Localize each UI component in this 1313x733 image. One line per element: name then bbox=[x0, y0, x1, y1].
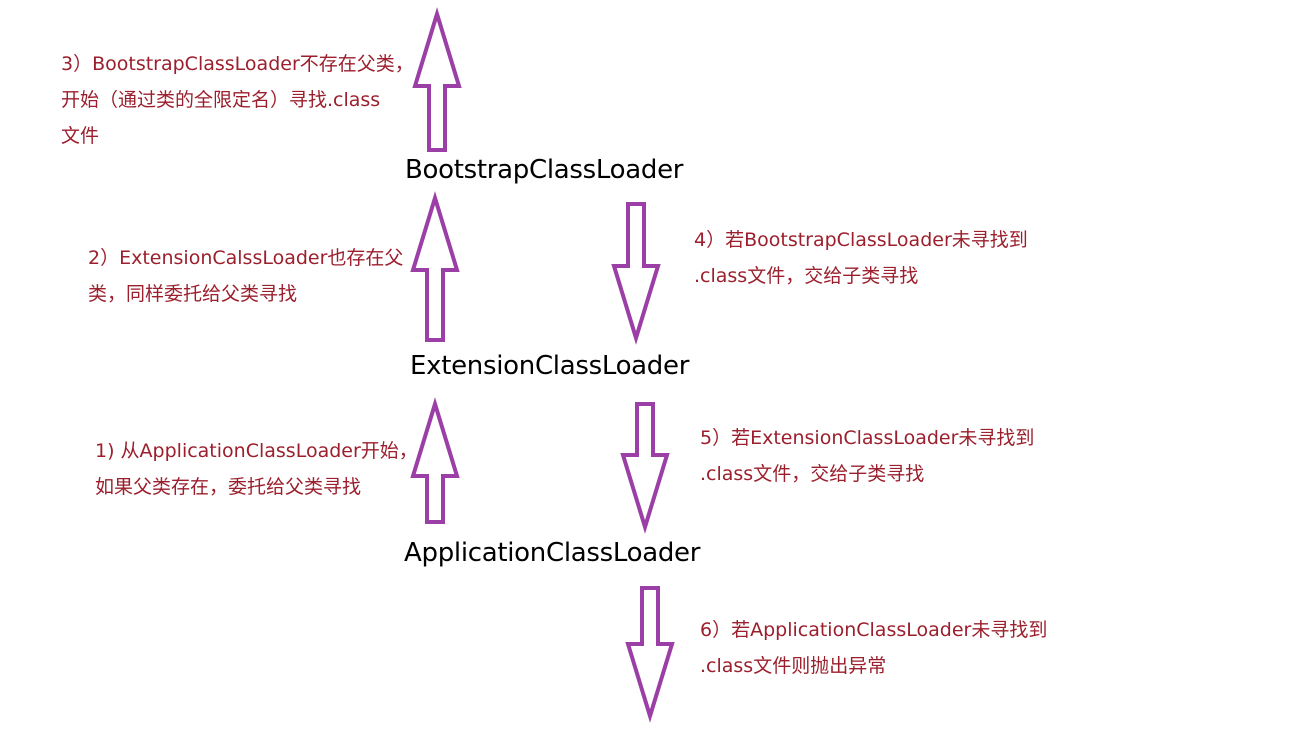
step-5-line-1: 5）若ExtensionClassLoader未寻找到 bbox=[700, 427, 1035, 449]
step-3-line-1: 3）BootstrapClassLoader不存在父类， bbox=[61, 53, 414, 75]
bootstrap-class-loader-label: BootstrapClassLoader bbox=[405, 155, 684, 185]
step-3-line-3: 文件 bbox=[61, 125, 100, 147]
step-6-line-2: .class文件则抛出异常 bbox=[700, 655, 887, 677]
down-arrow-extension-to-application bbox=[620, 402, 670, 534]
up-arrow-application-to-extension bbox=[410, 397, 460, 524]
step-2-line-1: 2）ExtensionCalssLoader也存在父 bbox=[88, 247, 404, 269]
step-2-line-2: 类，同样委托给父类寻找 bbox=[88, 283, 298, 305]
step-4-line-1: 4）若BootstrapClassLoader未寻找到 bbox=[694, 229, 1028, 251]
step-3-note: 3）BootstrapClassLoader不存在父类， 开始（通过类的全限定名… bbox=[61, 46, 414, 154]
up-arrow-bootstrap-top bbox=[412, 7, 462, 152]
step-4-line-2: .class文件，交给子类寻找 bbox=[694, 265, 919, 287]
up-arrow-extension-to-bootstrap bbox=[410, 191, 460, 342]
step-4-note: 4）若BootstrapClassLoader未寻找到 .class文件，交给子… bbox=[694, 222, 1028, 294]
step-5-note: 5）若ExtensionClassLoader未寻找到 .class文件，交给子… bbox=[700, 420, 1034, 492]
step-1-line-2: 如果父类存在，委托给父类寻找 bbox=[95, 476, 362, 498]
step-1-note: 1) 从ApplicationClassLoader开始， 如果父类存在，委托给… bbox=[95, 433, 418, 505]
application-class-loader-label: ApplicationClassLoader bbox=[404, 538, 701, 568]
step-5-line-2: .class文件，交给子类寻找 bbox=[700, 463, 925, 485]
extension-class-loader-label: ExtensionClassLoader bbox=[410, 351, 690, 381]
down-arrow-bootstrap-to-extension bbox=[611, 202, 661, 345]
step-3-line-2: 开始（通过类的全限定名）寻找.class bbox=[61, 89, 381, 111]
step-2-note: 2）ExtensionCalssLoader也存在父 类，同样委托给父类寻找 bbox=[88, 240, 403, 312]
step-6-note: 6）若ApplicationClassLoader未寻找到 .class文件则抛… bbox=[700, 612, 1047, 684]
step-1-line-1: 1) 从ApplicationClassLoader开始， bbox=[95, 440, 418, 462]
down-arrow-application-bottom bbox=[625, 586, 675, 723]
step-6-line-1: 6）若ApplicationClassLoader未寻找到 bbox=[700, 619, 1048, 641]
